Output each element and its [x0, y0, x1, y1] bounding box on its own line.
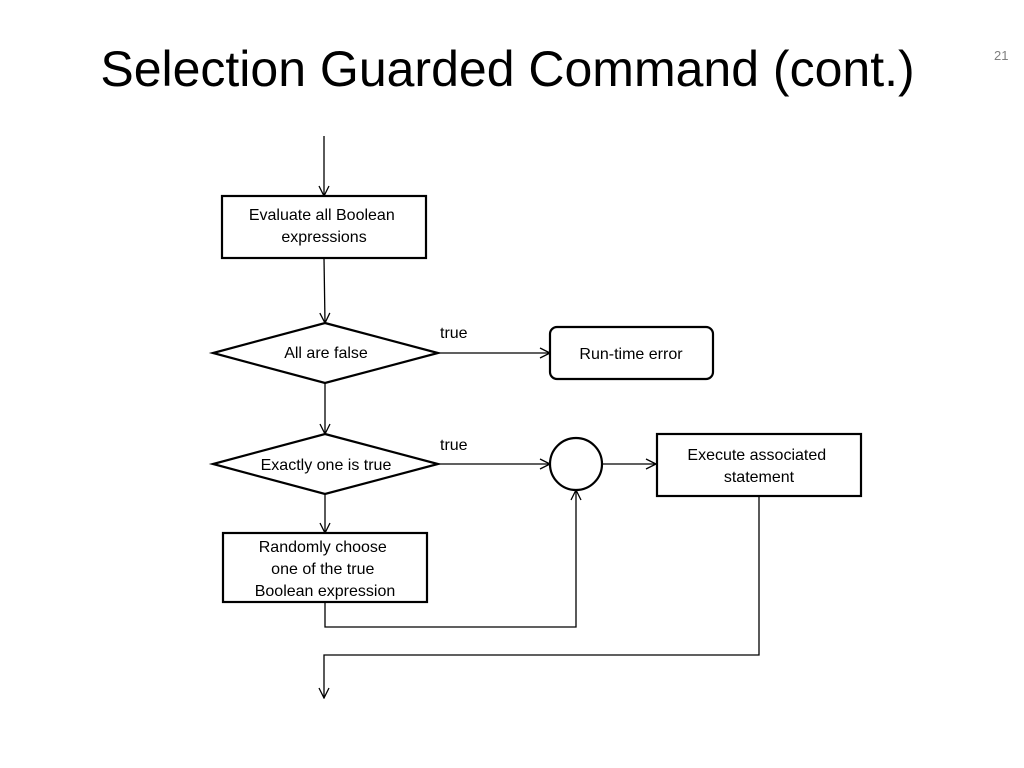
- execute-box-label: Execute associated statement: [687, 447, 830, 486]
- random-to-junction-arrow: [324, 490, 576, 628]
- evaluate-to-all-false-arrow: [324, 257, 325, 323]
- evaluate-box: Evaluate all Boolean expressions: [220, 194, 428, 260]
- execute-to-exit-arrow: [324, 496, 760, 698]
- exactly-one-true-label: true: [440, 437, 468, 454]
- junction-circle: [548, 436, 604, 492]
- random-choose-box-label: Randomly choose one of the true Boolean …: [255, 539, 396, 600]
- connectors: [324, 136, 760, 698]
- exactly-one-decision: Exactly one is true: [208, 432, 443, 496]
- random-choose-box: Randomly choose one of the true Boolean …: [221, 531, 429, 604]
- slide-number: 21: [994, 48, 1009, 63]
- runtime-error-box: Run-time error: [548, 325, 715, 381]
- all-false-true-label: true: [440, 325, 468, 342]
- runtime-error-box-label: Run-time error: [579, 346, 683, 363]
- all-false-decision: All are false: [208, 321, 443, 385]
- slide-title: Selection Guarded Command (cont.): [100, 41, 915, 97]
- execute-box: Execute associated statement: [655, 432, 863, 498]
- all-false-decision-label: All are false: [284, 345, 368, 362]
- exactly-one-decision-label: Exactly one is true: [261, 457, 392, 474]
- evaluate-box-label: Evaluate all Boolean expressions: [249, 207, 399, 246]
